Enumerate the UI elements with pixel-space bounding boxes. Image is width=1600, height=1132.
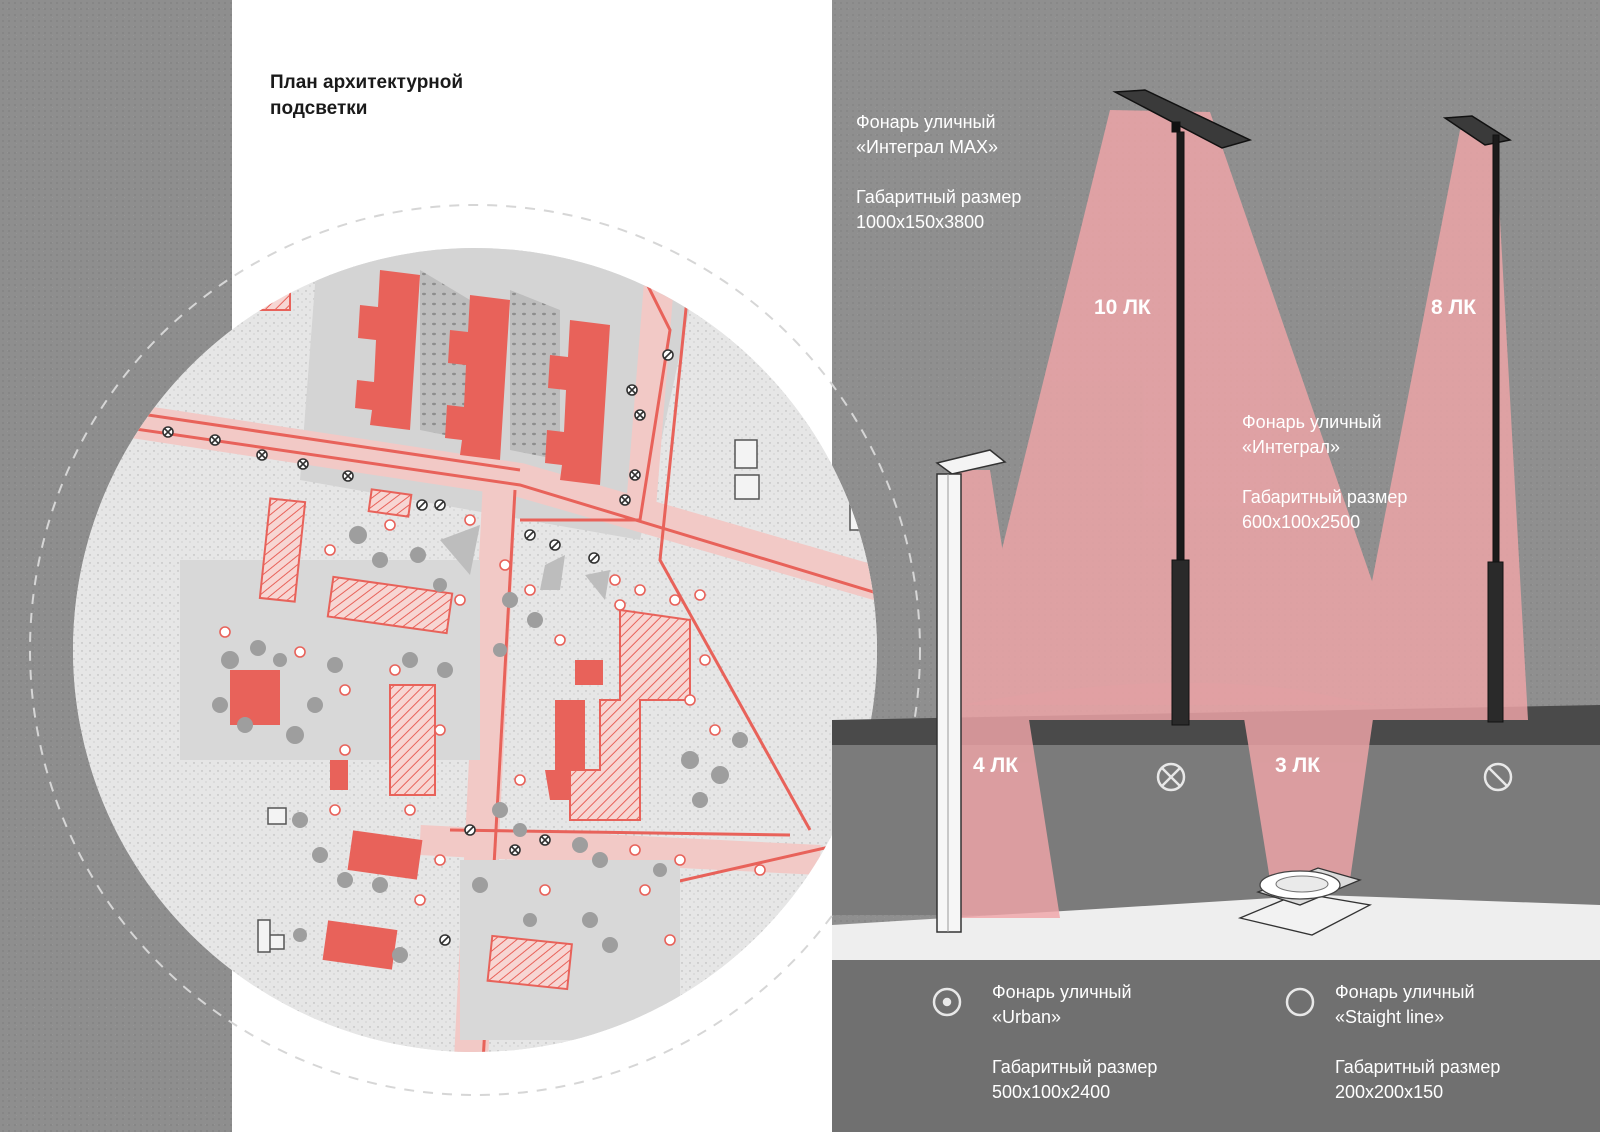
lamp-size-value: 600x100x2500 [1242, 512, 1361, 532]
lamp-integral [1442, 115, 1512, 723]
lamp-name-line2: «Интеграл» [1242, 437, 1341, 457]
beam-integral-max [960, 110, 1420, 720]
plan-content [73, 248, 877, 1052]
lamp-spec-integral-max: Фонарь уличный «Интеграл MAX» Габаритный… [856, 110, 1021, 235]
ground-light-path [832, 895, 1600, 965]
lamp-name-line1: Фонарь уличный [1335, 982, 1475, 1002]
lamp-urban [935, 449, 1007, 933]
lamp-spec-integral: Фонарь уличный «Интеграл» Габаритный раз… [1242, 410, 1407, 535]
beam-straight-line [1225, 600, 1390, 880]
lux-label-integral: 8 ЛК [1431, 296, 1477, 319]
public-buildings [258, 488, 691, 991]
beam-urban [950, 470, 1060, 918]
lamp-straight-line [1237, 867, 1373, 936]
lamp-size-label: Габаритный размер [856, 187, 1022, 207]
slashed-circle-icon [1483, 762, 1513, 792]
lamp-integral-max [1112, 89, 1253, 726]
light-beams [950, 110, 1528, 918]
lamp-spec-straight-line: Фонарь уличный «Staight line» Габаритный… [1335, 980, 1500, 1105]
slashed-lamp-symbols [416, 349, 674, 946]
dot-circle-icon [932, 987, 962, 1017]
lamp-size-value: 200x200x150 [1335, 1082, 1444, 1102]
lamp-spec-urban: Фонарь уличный «Urban» Габаритный размер… [992, 980, 1157, 1105]
lamp-name-line2: «Staight line» [1335, 1007, 1445, 1027]
lux-label-urban: 4 ЛК [973, 754, 1019, 777]
ground-foreground [832, 960, 1600, 1132]
lamp-size-label: Габаритный размер [1335, 1057, 1501, 1077]
lamp-name-line1: Фонарь уличный [992, 982, 1132, 1002]
lamp-name-line1: Фонарь уличный [1242, 412, 1382, 432]
lamp-size-value: 500x100x2400 [992, 1082, 1111, 1102]
beam-integral [1345, 130, 1528, 720]
lamp-size-label: Габаритный размер [1242, 487, 1408, 507]
lamp-name-line2: «Интеграл MAX» [856, 137, 999, 157]
urban-lamp-symbols [219, 514, 766, 946]
plan-outer-dashed-ring [29, 204, 921, 1096]
crossed-circle-icon [1156, 762, 1186, 792]
plan-title: План архитектурной подсветки [270, 72, 464, 119]
lamp-size-label: Габаритный размер [992, 1057, 1158, 1077]
ring-icon [1285, 987, 1315, 1017]
lamp-name-line2: «Urban» [992, 1007, 1062, 1027]
lamp-size-value: 1000x150x3800 [856, 212, 985, 232]
lamp-name-line1: Фонарь уличный [856, 112, 996, 132]
lux-label-straight-line: 3 ЛК [1275, 754, 1321, 777]
lux-label-integral-max: 10 ЛК [1094, 296, 1151, 319]
trees [212, 526, 748, 963]
